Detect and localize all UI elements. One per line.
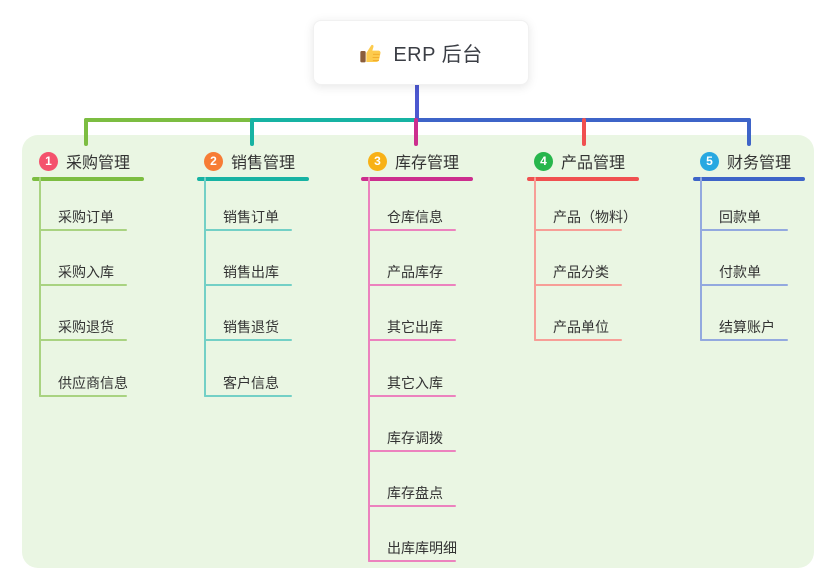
child-underline [368,560,456,562]
child-underline [700,339,788,341]
child-underline [204,339,292,341]
connector-line [250,118,418,122]
connector-line [414,118,418,146]
branch-underline [527,177,639,181]
branch-title-label: 销售管理 [231,155,296,172]
children-connector-line [39,177,41,397]
branch-number-badge: 3 [368,151,387,171]
child-node[interactable]: 销售订单 [223,209,279,225]
connector-line [250,118,254,146]
branch-underline [693,177,805,181]
child-underline [534,339,622,341]
branch-underline [32,177,144,181]
child-underline [368,229,456,231]
branch-underline [361,177,473,181]
child-underline [368,505,456,507]
connector-line [747,118,751,146]
child-underline [39,395,127,397]
child-underline [534,284,622,286]
child-underline [39,339,127,341]
child-underline [534,229,622,231]
child-node[interactable]: 采购入库 [58,264,114,280]
branch-node-title[interactable]: 1 采购管理 [32,146,182,176]
child-underline [368,339,456,341]
child-underline [368,395,456,397]
branch-number-badge: 5 [700,151,719,171]
children-connector-line [368,177,370,562]
child-node[interactable]: 库存调拨 [387,430,443,446]
branch-underline [197,177,309,181]
branch-title-label: 库存管理 [395,155,460,172]
child-underline [39,284,127,286]
branch-column-1: 1 采购管理采购订单采购入库采购退货供应商信息 [32,146,182,397]
child-node[interactable]: 其它出库 [387,319,443,335]
child-node[interactable]: 产品分类 [553,264,609,280]
connector-line [415,83,419,121]
branch-node-title[interactable]: 3 库存管理 [361,146,511,176]
connector-line [84,118,88,146]
child-underline [204,229,292,231]
branch-number-badge: 4 [534,151,553,171]
child-node[interactable]: 产品（物料） [553,209,637,225]
child-node[interactable]: 客户信息 [223,375,279,391]
branch-title-label: 产品管理 [561,155,626,172]
child-node[interactable]: 产品库存 [387,264,443,280]
branch-column-5: 5 财务管理回款单付款单结算账户 [693,146,839,341]
child-underline [700,284,788,286]
branch-column-3: 3 库存管理仓库信息产品库存其它出库其它入库库存调拨库存盘点出库库明细 [361,146,511,562]
children-connector-line [534,177,536,341]
child-node[interactable]: 采购退货 [58,319,114,335]
child-underline [204,284,292,286]
child-node[interactable]: 其它入库 [387,375,443,391]
branch-node-title[interactable]: 2 销售管理 [197,146,347,176]
connector-line [84,118,254,122]
child-underline [368,284,456,286]
root-node-erp-backend[interactable]: ERP 后台 [313,20,529,85]
branch-node-title[interactable]: 4 产品管理 [527,146,677,176]
connector-line [582,118,586,146]
children-connector-line [204,177,206,397]
child-underline [368,450,456,452]
root-label: ERP 后台 [393,44,483,66]
branches-panel [22,135,814,568]
child-node[interactable]: 出库库明细 [387,540,457,556]
child-node[interactable]: 结算账户 [719,319,775,335]
thumbs-up-icon [360,44,381,62]
child-node[interactable]: 采购订单 [58,209,114,225]
child-underline [204,395,292,397]
branch-column-2: 2 销售管理销售订单销售出库销售退货客户信息 [197,146,347,397]
child-node[interactable]: 供应商信息 [58,375,128,391]
child-node[interactable]: 产品单位 [553,319,609,335]
child-node[interactable]: 销售出库 [223,264,279,280]
children-connector-line [700,177,702,341]
child-underline [700,229,788,231]
child-node[interactable]: 回款单 [719,209,761,225]
child-node[interactable]: 仓库信息 [387,209,443,225]
branch-column-4: 4 产品管理产品（物料） 产品分类产品单位 [527,146,677,341]
child-node[interactable]: 库存盘点 [387,485,443,501]
branch-number-badge: 1 [39,151,58,171]
branch-title-label: 采购管理 [66,155,131,172]
child-underline [39,229,127,231]
child-node[interactable]: 付款单 [719,264,761,280]
branch-node-title[interactable]: 5 财务管理 [693,146,839,176]
branch-number-badge: 2 [204,151,223,171]
branch-title-label: 财务管理 [727,155,792,172]
child-node[interactable]: 销售退货 [223,319,279,335]
